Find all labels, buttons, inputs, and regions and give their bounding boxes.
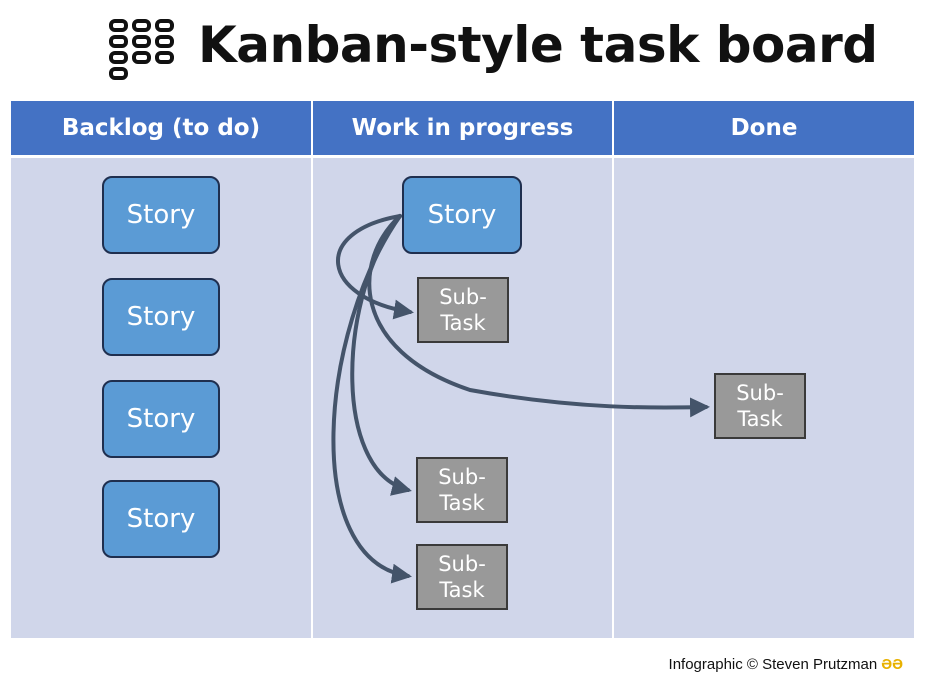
- column-divider: [612, 101, 614, 638]
- author-mark: ƏƏ: [881, 656, 903, 673]
- backlog-story-card[interactable]: Story: [102, 176, 220, 254]
- wip-subtask-card[interactable]: Sub-Task: [417, 277, 509, 343]
- wip-subtask-card[interactable]: Sub-Task: [416, 457, 508, 523]
- kanban-grid-icon: [109, 19, 174, 80]
- page-title: Kanban-style task board: [198, 16, 878, 74]
- header-divider: [11, 155, 914, 158]
- title-bar: Kanban-style task board: [0, 8, 925, 88]
- column-divider: [311, 101, 313, 638]
- wip-subtask-card[interactable]: Sub-Task: [416, 544, 508, 610]
- subtask-label: Sub-Task: [439, 285, 487, 335]
- wip-story-card[interactable]: Story: [402, 176, 522, 254]
- backlog-story-card[interactable]: Story: [102, 278, 220, 356]
- subtask-label: Sub-Task: [438, 465, 486, 515]
- backlog-story-card[interactable]: Story: [102, 480, 220, 558]
- backlog-story-card[interactable]: Story: [102, 380, 220, 458]
- column-header-done: Done: [614, 101, 914, 155]
- column-header-backlog: Backlog (to do): [11, 101, 311, 155]
- done-subtask-card[interactable]: Sub-Task: [714, 373, 806, 439]
- subtask-label: Sub-Task: [438, 552, 486, 602]
- credit-text: Infographic © Steven Prutzman: [668, 656, 878, 673]
- column-header-work-in-progress: Work in progress: [313, 101, 612, 155]
- subtask-label: Sub-Task: [736, 381, 784, 431]
